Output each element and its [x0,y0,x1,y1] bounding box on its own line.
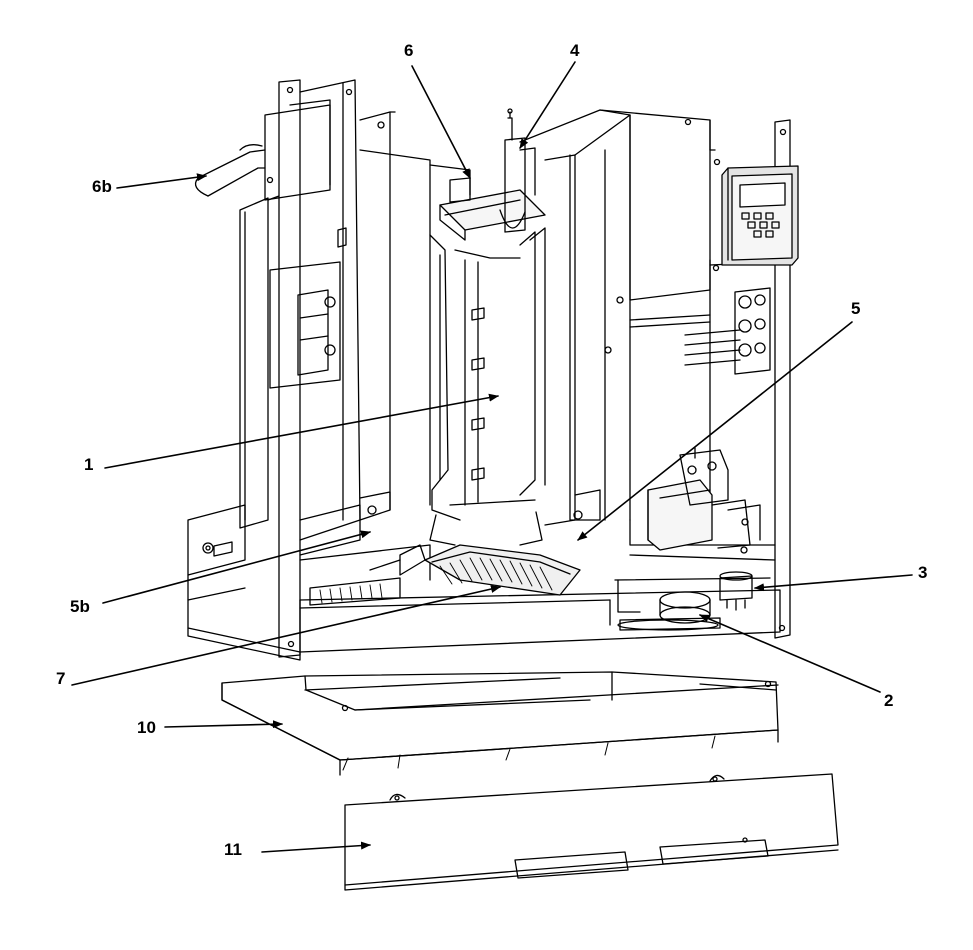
fan-assembly [614,571,771,631]
callout-label-10: 10 [137,718,156,737]
callout-label-6b: 6b [92,177,112,196]
callout-label-5b: 5b [70,597,90,616]
leader-5 [577,321,853,541]
callout-label-7: 7 [56,669,66,688]
gas-valve-assembly [647,447,761,554]
leader-6b [116,173,207,189]
leader-10 [164,720,283,729]
callout-label-3: 3 [918,563,928,582]
leader-7 [71,585,501,686]
top-mount-assembly [439,108,546,241]
leader-4 [519,61,576,149]
leader-5b [102,530,371,604]
callout-label-4: 4 [570,41,580,60]
leader-3 [754,574,913,592]
leader-2 [699,614,881,693]
leader-6 [411,65,471,179]
leader-11 [261,841,371,853]
control-panel [721,165,799,266]
bottom-cover-panel [344,773,839,891]
leader-1 [104,393,499,469]
pipe-6b [194,144,266,197]
combustion-chamber [309,164,581,606]
callout-label-11: 11 [224,840,242,859]
callout-label-1: 1 [84,455,94,474]
right-heat-exchanger [519,109,791,639]
drip-tray [221,671,779,776]
left-heat-exchanger [239,79,431,658]
base-frame [187,504,781,661]
callout-label-6: 6 [404,41,414,60]
callout-label-2: 2 [884,691,894,710]
callout-label-5: 5 [851,299,861,318]
leader-lines [71,61,913,853]
